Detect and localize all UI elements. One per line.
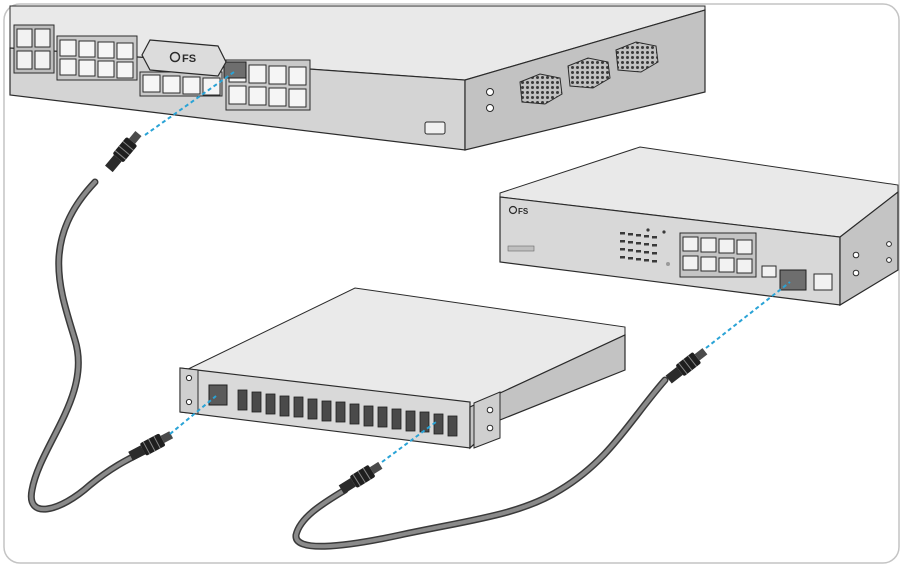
fiber-cable-2 bbox=[292, 348, 708, 550]
lc-adapter-icon[interactable] bbox=[208, 384, 228, 406]
lc-adapter-icon[interactable] bbox=[363, 405, 374, 427]
rj45-port-icon[interactable] bbox=[700, 256, 717, 272]
sfp-port-icon[interactable] bbox=[182, 76, 201, 95]
rj45-port-icon[interactable] bbox=[682, 236, 699, 252]
console-port-icon[interactable] bbox=[424, 121, 446, 135]
connection-guides bbox=[144, 71, 791, 463]
diagram-border bbox=[3, 3, 900, 564]
guide-panel-left bbox=[169, 395, 217, 435]
screw-icon bbox=[486, 104, 494, 112]
lc-adapter-icon[interactable] bbox=[391, 408, 402, 430]
poe-switch-label-strip bbox=[507, 245, 535, 252]
sfp-port-icon[interactable] bbox=[288, 66, 307, 86]
sfp-port-icon[interactable] bbox=[228, 85, 247, 105]
patch-panel-adapter-row bbox=[237, 389, 458, 437]
lc-adapter-icon[interactable] bbox=[349, 403, 360, 425]
poe-switch-brand: FS bbox=[518, 207, 529, 216]
lc-adapter-icon[interactable] bbox=[237, 389, 248, 411]
patch-panel bbox=[179, 287, 626, 450]
rj45-port-icon[interactable] bbox=[736, 239, 753, 255]
vent-grille-icon bbox=[567, 57, 611, 89]
sfp-port-icon[interactable] bbox=[288, 88, 307, 108]
screw-icon bbox=[852, 251, 860, 259]
sfp-port-icon[interactable] bbox=[248, 64, 267, 84]
fiber-cable-1 bbox=[27, 131, 174, 513]
screw-icon bbox=[185, 374, 193, 382]
lc-adapter-icon[interactable] bbox=[251, 391, 262, 413]
poe-switch-side-panel bbox=[839, 190, 899, 307]
rj45-port-icon[interactable] bbox=[736, 258, 753, 274]
lc-adapter-icon[interactable] bbox=[447, 415, 458, 437]
top-switch-logo-badge: FS bbox=[141, 39, 227, 77]
lc-connector-icon bbox=[128, 431, 174, 461]
lc-adapter-icon[interactable] bbox=[321, 400, 332, 422]
fs-logo-icon bbox=[169, 51, 181, 63]
sfp-port-icon[interactable] bbox=[16, 28, 33, 48]
rj45-port-icon[interactable] bbox=[682, 255, 699, 271]
lc-adapter-icon[interactable] bbox=[335, 401, 346, 423]
sfp-port-icon[interactable] bbox=[59, 39, 77, 57]
sfp-port-icon[interactable] bbox=[248, 86, 267, 106]
vent-grille-icon bbox=[519, 73, 563, 105]
rj45-port-icon[interactable] bbox=[813, 273, 833, 291]
sfp-port-icon[interactable] bbox=[761, 265, 777, 278]
sfp-port-icon[interactable] bbox=[202, 77, 221, 96]
lc-adapter-icon[interactable] bbox=[433, 413, 444, 435]
sfp-port-icon[interactable] bbox=[59, 58, 77, 76]
patch-panel-side-panel bbox=[469, 334, 626, 450]
poe-switch: FS bbox=[499, 146, 899, 307]
screw-icon bbox=[886, 241, 892, 247]
sfp-port-icon[interactable] bbox=[97, 41, 115, 59]
lc-connector-icon bbox=[105, 131, 142, 173]
sfp-port-icon[interactable] bbox=[116, 42, 134, 60]
sfp-transceiver bbox=[779, 269, 807, 291]
lc-adapter-icon[interactable] bbox=[419, 411, 430, 433]
rj45-port-icon[interactable] bbox=[718, 238, 735, 254]
screw-icon bbox=[486, 88, 494, 96]
top-switch: FS bbox=[9, 5, 706, 151]
sfp-port-icon[interactable] bbox=[78, 59, 96, 77]
sfp-port-icon[interactable] bbox=[162, 75, 181, 94]
lc-adapter-icon[interactable] bbox=[307, 398, 318, 420]
guide-poe-switch bbox=[705, 281, 791, 349]
fs-logo-icon bbox=[508, 205, 518, 215]
screw-icon bbox=[886, 257, 892, 263]
screw-icon bbox=[486, 406, 494, 414]
rj45-port-icon[interactable] bbox=[700, 237, 717, 253]
lc-adapter-icon[interactable] bbox=[377, 406, 388, 428]
sfp-port-icon[interactable] bbox=[97, 60, 115, 78]
lc-connector-icon bbox=[665, 348, 708, 384]
sfp-port-icon[interactable] bbox=[142, 74, 161, 93]
patch-panel-right-ear bbox=[473, 391, 501, 449]
rj45-port-icon[interactable] bbox=[718, 257, 735, 273]
vent-grille-icon bbox=[615, 41, 659, 73]
patch-panel-left-ear bbox=[179, 367, 199, 415]
lc-connector-icon bbox=[338, 461, 383, 494]
sfp-port-icon[interactable] bbox=[268, 65, 287, 85]
sfp-port-icon[interactable] bbox=[34, 50, 51, 70]
top-switch-port-bank bbox=[13, 24, 311, 111]
sfp-transceiver bbox=[223, 61, 247, 79]
lc-adapter-icon[interactable] bbox=[405, 410, 416, 432]
sfp-port-icon[interactable] bbox=[78, 40, 96, 58]
lc-adapter-icon[interactable] bbox=[279, 395, 290, 417]
lc-adapter-icon[interactable] bbox=[293, 396, 304, 418]
screw-icon bbox=[852, 269, 860, 277]
lc-adapter-icon[interactable] bbox=[265, 393, 276, 415]
sfp-port-icon[interactable] bbox=[34, 28, 51, 48]
screw-icon bbox=[486, 424, 494, 432]
guide-panel-right bbox=[381, 421, 437, 463]
sfp-port-icon[interactable] bbox=[268, 87, 287, 107]
poe-switch-led-panel bbox=[620, 228, 670, 266]
rj45-port-bank bbox=[682, 236, 753, 274]
top-switch-brand: FS bbox=[182, 53, 196, 65]
screw-icon bbox=[185, 398, 193, 406]
sfp-port-icon[interactable] bbox=[116, 61, 134, 79]
sfp-port-icon[interactable] bbox=[16, 50, 33, 70]
